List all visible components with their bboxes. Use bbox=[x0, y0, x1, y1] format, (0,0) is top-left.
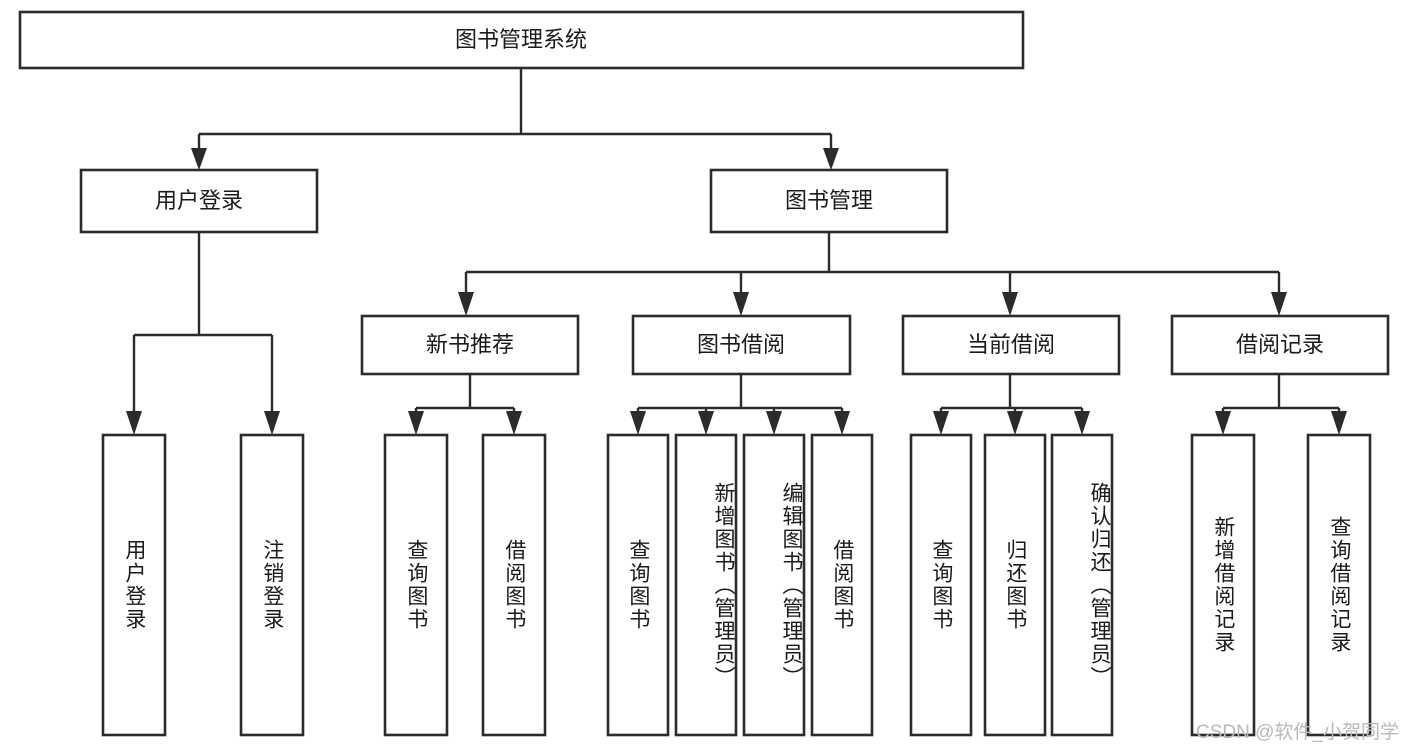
leaf-box-confirm-return-admin[interactable] bbox=[1050, 433, 1114, 737]
node-current-borrow-label: 当前借阅 bbox=[967, 332, 1055, 357]
node-book-borrow[interactable]: 图书借阅 bbox=[631, 314, 852, 376]
node-borrow-records[interactable]: 借阅记录 bbox=[1170, 314, 1390, 376]
arrowhead-current-to-leaf2 bbox=[1007, 411, 1023, 435]
node-book-management-box[interactable] bbox=[709, 168, 949, 234]
node-new-book-recommend-label: 新书推荐 bbox=[426, 332, 514, 357]
node-user-login-box[interactable] bbox=[79, 168, 319, 234]
edge-group-records-to-leaves bbox=[1215, 374, 1347, 435]
leaf-box-borrow-book-1[interactable] bbox=[481, 433, 547, 737]
node-book-management[interactable]: 图书管理 bbox=[709, 168, 949, 234]
node-root-box[interactable] bbox=[18, 10, 1025, 70]
node-current-borrow[interactable]: 当前借阅 bbox=[901, 314, 1121, 376]
node-borrow-records-box[interactable] bbox=[1170, 314, 1390, 376]
leaf-box-add-borrow-record[interactable] bbox=[1190, 433, 1256, 737]
arrowhead-root-to-user-login bbox=[191, 148, 207, 170]
arrowhead-current-to-leaf1 bbox=[933, 411, 949, 435]
arrowhead-borrow-to-leaf2 bbox=[698, 411, 714, 435]
arrowhead-records-to-leaf2 bbox=[1331, 411, 1347, 435]
arrowhead-bookmgmt-to-current bbox=[1002, 292, 1018, 316]
leaf-box-borrow-book-2[interactable] bbox=[810, 433, 874, 737]
arrowhead-newbook-to-leaf2 bbox=[506, 411, 522, 435]
arrowhead-current-to-leaf3 bbox=[1074, 411, 1090, 435]
arrowhead-bookmgmt-to-records bbox=[1271, 292, 1287, 316]
node-borrow-records-label: 借阅记录 bbox=[1236, 332, 1324, 357]
edge-group-userlogin-to-leaves bbox=[126, 232, 280, 435]
arrowhead-records-to-leaf1 bbox=[1215, 411, 1231, 435]
arrowhead-userlogin-to-leaf1 bbox=[126, 411, 142, 435]
edge-group-borrow-to-leaves bbox=[630, 374, 850, 435]
node-book-management-label: 图书管理 bbox=[785, 188, 873, 213]
leaf-box-query-book-1[interactable] bbox=[383, 433, 449, 737]
leaf-box-return-book[interactable] bbox=[983, 433, 1047, 737]
arrowhead-newbook-to-leaf1 bbox=[408, 411, 424, 435]
node-current-borrow-box[interactable] bbox=[901, 314, 1121, 376]
edge-group-root-to-level2 bbox=[191, 68, 839, 170]
node-book-borrow-box[interactable] bbox=[631, 314, 852, 376]
arrowhead-borrow-to-leaf4 bbox=[834, 411, 850, 435]
edge-group-current-to-leaves bbox=[933, 374, 1090, 435]
node-new-book-recommend[interactable]: 新书推荐 bbox=[360, 314, 580, 376]
csdn-watermark: CSDN @软件_小贺同学 bbox=[1196, 722, 1399, 743]
arrowhead-userlogin-to-leaf2 bbox=[264, 411, 280, 435]
arrowhead-bookmgmt-to-newbook bbox=[458, 292, 474, 316]
node-user-login[interactable]: 用户登录 bbox=[79, 168, 319, 234]
leaf-box-query-borrow-record[interactable] bbox=[1306, 433, 1372, 737]
edge-group-newbook-to-leaves bbox=[408, 374, 522, 435]
node-root-label: 图书管理系统 bbox=[455, 27, 587, 52]
edge-group-bookmgmt-to-level3 bbox=[458, 232, 1287, 316]
arrowhead-root-to-book-mgmt bbox=[823, 148, 839, 170]
arrowhead-borrow-to-leaf3 bbox=[766, 411, 782, 435]
arrowhead-bookmgmt-to-borrow bbox=[733, 292, 749, 316]
node-root[interactable]: 图书管理系统 bbox=[18, 10, 1025, 70]
leaf-box-logout[interactable] bbox=[239, 433, 305, 737]
node-new-book-recommend-box[interactable] bbox=[360, 314, 580, 376]
node-book-borrow-label: 图书借阅 bbox=[697, 332, 785, 357]
leaf-box-query-book-3[interactable] bbox=[909, 433, 973, 737]
leaf-box-query-book-2[interactable] bbox=[606, 433, 670, 737]
node-user-login-label: 用户登录 bbox=[155, 188, 243, 213]
leaf-box-add-book-admin[interactable] bbox=[674, 433, 738, 737]
leaf-box-user-login[interactable] bbox=[101, 433, 167, 737]
leaf-box-edit-book-admin[interactable] bbox=[742, 433, 806, 737]
arrowhead-borrow-to-leaf1 bbox=[630, 411, 646, 435]
